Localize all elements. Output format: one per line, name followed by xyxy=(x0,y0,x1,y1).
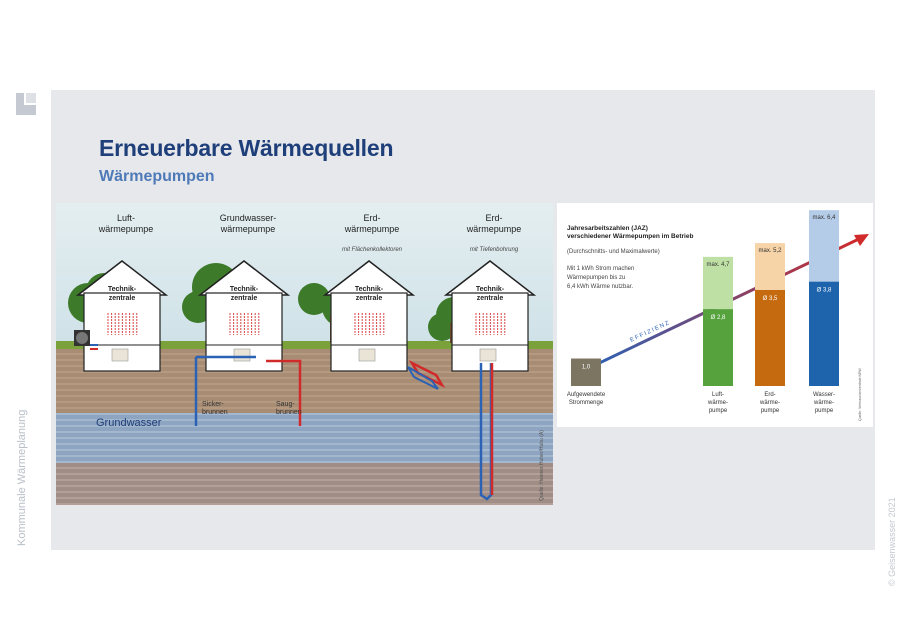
bar-avg xyxy=(809,281,839,386)
pipe-hot xyxy=(266,359,302,426)
saug-label: Saug-brunnen xyxy=(276,401,302,416)
grass-strip xyxy=(56,341,553,349)
page-subtitle: Wärmepumpen xyxy=(99,168,215,185)
technik-label: Technik-zentrale xyxy=(355,286,384,302)
bar-max xyxy=(755,243,785,290)
copyright-text: © Geisenwasser 2021 xyxy=(887,497,897,586)
column-title: Luft-wärmepumpe xyxy=(98,213,154,234)
category-label: Erd-wärme-pumpe xyxy=(759,392,780,414)
column-title: Erd-wärmepumpe xyxy=(344,213,400,234)
jaz-chart: Jahresarbeitszahlen (JAZ)verschiedener W… xyxy=(557,203,873,427)
side-label-left-text: Kommunale Wärmeplanung xyxy=(16,409,28,546)
column-note: mit Tiefenbohrung xyxy=(470,247,519,253)
bar-avg-label: Ø 3,5 xyxy=(763,296,778,302)
bar-avg-label: Ø 3,8 xyxy=(817,288,832,294)
column-title: Erd-wärmepumpe xyxy=(466,213,522,234)
bar-max-label: max. 5,2 xyxy=(758,248,782,254)
sicker-label: Sicker-brunnen xyxy=(202,401,228,416)
arrow-head xyxy=(854,234,869,246)
heat-pump-unit xyxy=(358,348,376,362)
heat-pump-unit xyxy=(479,348,497,362)
bar-avg-label: 1,0 xyxy=(582,365,591,371)
logo-icon xyxy=(16,93,36,115)
house: Technik-zentrale xyxy=(322,260,416,372)
category-label: Wasser-wärme-pumpe xyxy=(813,392,835,414)
bar-max xyxy=(809,210,839,282)
illustration-source: Quelle: Hannes Huber/Hubu (A) xyxy=(539,430,545,501)
air-unit xyxy=(74,330,98,350)
chart-source: Quelle: Verbraucherzentrale NRW xyxy=(858,367,862,421)
bar-avg xyxy=(703,309,733,386)
bar-max-label: max. 4,7 xyxy=(706,262,730,268)
category-label: Luft-wärme-pumpe xyxy=(707,392,728,414)
chart-title: Jahresarbeitszahlen (JAZ)verschiedener W… xyxy=(567,225,693,240)
bar-avg-label: Ø 2,8 xyxy=(711,315,726,321)
groundwater-label: Grundwasser xyxy=(96,417,162,429)
heat-pump-illustration: Technik-zentrale Technik-zentrale Technik-… xyxy=(56,203,553,505)
technik-label: Technik-zentrale xyxy=(108,286,137,302)
water-layer xyxy=(56,413,553,463)
bar-avg xyxy=(755,289,785,386)
heat-pump-unit xyxy=(111,348,129,362)
column-note: mit Flächenkollektoren xyxy=(342,247,403,253)
bar-max xyxy=(703,256,733,310)
heat-pump-unit xyxy=(233,348,251,362)
bar-avg xyxy=(571,358,601,386)
bar-max-label: max. 6,4 xyxy=(812,215,836,221)
ground-collector xyxy=(407,359,446,390)
technik-label: Technik-zentrale xyxy=(230,286,259,302)
technik-label: Technik-zentrale xyxy=(476,286,505,302)
column-title: Grundwasser-wärmepumpe xyxy=(220,213,277,234)
side-label-right: © Geisenwasser 2021 xyxy=(885,466,899,586)
side-label-left: Kommunale Wärmeplanung xyxy=(14,376,30,546)
house: Technik-zentrale xyxy=(75,260,169,372)
chart-subtitle: (Durchschnitts- und Maximalwerte) xyxy=(567,249,660,255)
page-title: Erneuerbare Wärmequellen xyxy=(99,135,394,161)
deep-layer xyxy=(56,463,553,505)
